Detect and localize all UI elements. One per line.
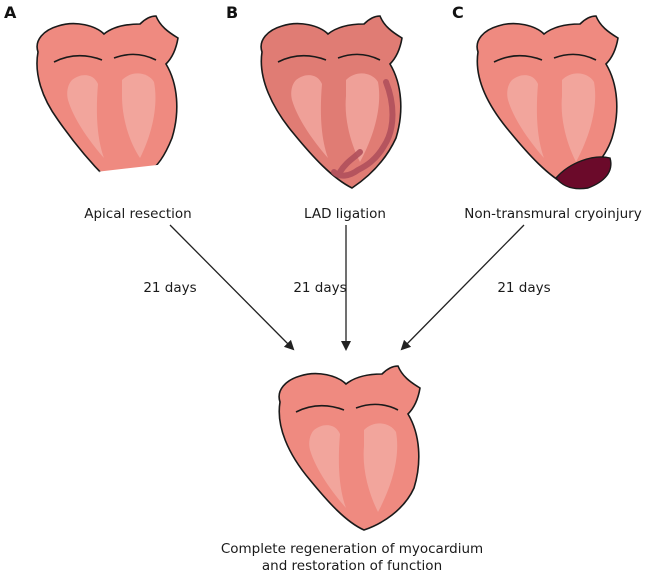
heart-b-chamber-left — [291, 75, 328, 158]
heart-c-chamber-right — [561, 73, 596, 162]
heart-b-chamber-right — [345, 73, 380, 162]
heart-c-valve — [493, 54, 543, 63]
heart-a-chamber-right — [122, 73, 156, 158]
ligation-injury — [331, 79, 396, 179]
heart-d-valve-2 — [355, 403, 399, 411]
method-label-b: LAD ligation — [304, 206, 386, 222]
heart-b-valve — [277, 54, 327, 63]
panel-letter-a: A — [4, 3, 17, 22]
cryo-injury — [555, 156, 612, 190]
duration-label-b: 21 days — [293, 280, 346, 296]
heart-b-body — [260, 15, 403, 189]
duration-label-a: 21 days — [143, 280, 196, 296]
heart-b-valve-2 — [337, 53, 381, 61]
method-label-c: Non-transmural cryoinjury — [464, 206, 641, 222]
heart-a-valve-2 — [113, 53, 157, 61]
heart-c-valve-2 — [553, 53, 597, 61]
heart-regenerated — [278, 365, 421, 531]
heart-lad-ligation — [260, 15, 403, 189]
panel-letter-b: B — [226, 3, 238, 22]
heart-d-valve — [295, 404, 345, 413]
heart-a-chamber-left — [67, 75, 104, 158]
outcome-line-2: and restoration of function — [262, 558, 442, 574]
resection-band — [99, 163, 171, 181]
arrow-c — [400, 224, 525, 351]
panel-letter-c: C — [452, 3, 464, 22]
heart-d-body — [278, 365, 421, 531]
heart-apical-resection — [36, 15, 179, 181]
heart-a-valve — [53, 54, 103, 63]
heart-d-chamber-right — [363, 423, 398, 512]
heart-cryoinjury — [476, 15, 619, 190]
heart-a-body — [36, 15, 179, 179]
heart-c-chamber-left — [507, 75, 544, 158]
duration-label-c: 21 days — [497, 280, 550, 296]
heart-d-chamber-left — [309, 425, 346, 508]
method-label-a: Apical resection — [84, 206, 191, 222]
arrow-a — [169, 224, 295, 351]
outcome-line-1: Complete regeneration of myocardium — [221, 541, 483, 557]
